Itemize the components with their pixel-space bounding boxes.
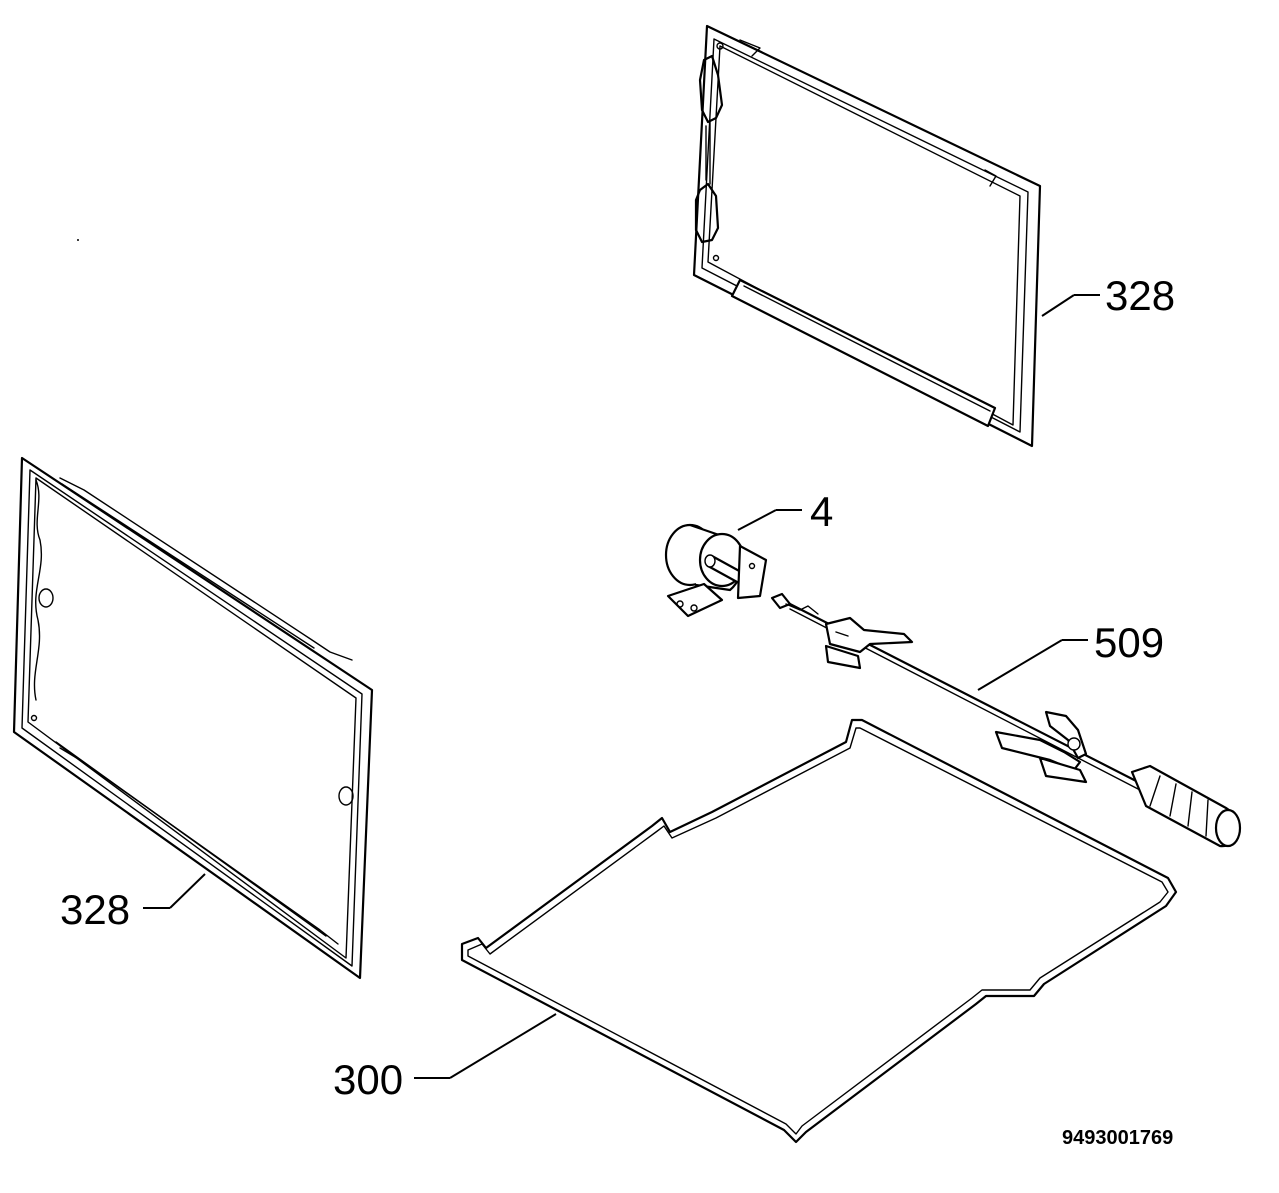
leader-shelf-top-right xyxy=(1041,294,1075,317)
callout-wire-rack: 300 xyxy=(333,1056,403,1103)
shelf-tray-left xyxy=(12,456,374,980)
shelf-tray-top-right xyxy=(692,24,1042,448)
callout-motor: 4 xyxy=(810,488,833,535)
wire-rack xyxy=(460,718,1178,1144)
callout-spit: 509 xyxy=(1094,619,1164,666)
callout-shelf-top-right: 328 xyxy=(1105,272,1175,319)
leader-spit xyxy=(977,639,1063,691)
document-code: 9493001769 xyxy=(1062,1127,1173,1149)
callout-shelf-left: 328 xyxy=(60,886,130,933)
leader-wire-rack xyxy=(449,1013,557,1079)
rotisserie-motor xyxy=(664,523,768,618)
rotisserie-spit xyxy=(770,592,1242,848)
leader-shelf-left xyxy=(169,873,206,909)
leader-motor xyxy=(737,509,777,531)
